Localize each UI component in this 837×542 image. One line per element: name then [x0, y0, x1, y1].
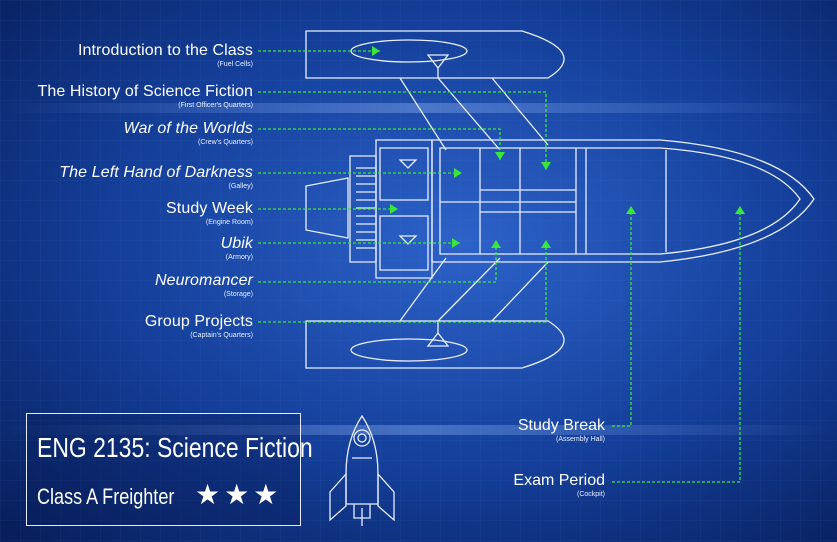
pointer-group-projects — [258, 240, 547, 323]
arrowhead-icon — [454, 168, 462, 178]
section-ubik: Ubik (Armory) — [220, 235, 253, 262]
section-neuromancer: Neuromancer (Storage) — [154, 272, 253, 299]
section-war-of-the-worlds: War of the Worlds (Crew's Quarters) — [123, 120, 253, 147]
section-title: Ubik — [220, 235, 253, 252]
room-grid — [479, 148, 667, 254]
section-study-week: Study Week (Engine Room) — [166, 200, 253, 227]
pointer-history — [258, 91, 547, 170]
arrowhead-icon — [372, 46, 380, 56]
mid-rooms — [480, 189, 576, 213]
arrowhead-icon — [541, 162, 551, 170]
section-title: Exam Period — [513, 472, 605, 489]
star-icon: ★ — [195, 479, 221, 510]
rocket-icon — [329, 414, 395, 526]
section-introduction: Introduction to the Class (Fuel Cells) — [77, 42, 253, 69]
section-title: War of the Worlds — [123, 120, 253, 137]
pointer-study-break — [612, 206, 632, 427]
section-title: Introduction to the Class — [77, 42, 253, 59]
section-group-projects: Group Projects (Captain's Quarters) — [144, 313, 253, 340]
section-title: Neuromancer — [154, 272, 253, 289]
star-icon: ★ — [253, 479, 279, 510]
section-subtitle: (Armory) — [225, 254, 253, 261]
engine-nozzle — [305, 177, 349, 239]
section-subtitle: (Engine Room) — [205, 219, 253, 226]
section-title: Group Projects — [144, 313, 253, 330]
section-history: The History of Science Fiction (First Of… — [37, 83, 253, 110]
arrowhead-icon — [452, 238, 460, 248]
main-hull — [431, 139, 815, 263]
upper-pylon — [399, 77, 549, 151]
rating-stars: ★★★ — [195, 481, 282, 509]
rear-upper-module — [379, 147, 429, 201]
pointer-neuromancer — [258, 240, 497, 283]
rear-section — [375, 139, 433, 279]
upper-connector — [426, 54, 450, 78]
section-study-break: Study Break (Assembly Hall) — [517, 417, 605, 444]
section-subtitle: (Storage) — [223, 291, 253, 298]
course-title-box: ENG 2135: Science Fiction Class A Freigh… — [26, 413, 313, 526]
section-left-hand-of-darkness: The Left Hand of Darkness (Galley) — [59, 164, 253, 191]
pointer-exam-period — [612, 206, 741, 483]
arrowhead-icon — [735, 206, 745, 214]
engine-fins — [356, 167, 376, 249]
section-subtitle: (Galley) — [228, 183, 253, 190]
arrowhead-icon — [491, 240, 501, 248]
section-title: Study Week — [166, 200, 253, 217]
pointer-war-of-the-worlds — [258, 128, 501, 160]
section-subtitle: (Fuel Cells) — [217, 61, 253, 68]
section-subtitle: (Crew's Quarters) — [197, 139, 253, 146]
lower-fuel-tank — [350, 338, 468, 362]
rear-upper-vent — [398, 159, 418, 169]
star-icon: ★ — [224, 479, 250, 510]
rear-lower-vent — [398, 235, 418, 245]
lower-fuel-pod — [305, 320, 565, 369]
rear-lower-module — [379, 215, 429, 271]
section-title: Study Break — [517, 417, 605, 434]
arrowhead-icon — [626, 206, 636, 214]
section-subtitle: (Assembly Hall) — [555, 436, 605, 443]
course-title: ENG 2135: Science Fiction — [37, 432, 313, 463]
lower-pylon — [399, 257, 549, 322]
lower-connector — [426, 321, 450, 347]
arrowhead-icon — [541, 240, 551, 248]
arrowhead-icon — [390, 204, 398, 214]
ship-class-label: Class A Freighter — [37, 484, 175, 509]
section-subtitle: (Captain's Quarters) — [190, 332, 253, 339]
arrowhead-icon — [495, 152, 505, 160]
section-title: The Left Hand of Darkness — [59, 164, 253, 181]
inner-hull — [439, 147, 801, 255]
section-exam-period: Exam Period (Cockpit) — [513, 472, 605, 499]
section-subtitle: (Cockpit) — [576, 491, 605, 498]
section-subtitle: (First Officer's Quarters) — [178, 102, 253, 109]
upper-fuel-pod — [305, 30, 565, 79]
section-title: The History of Science Fiction — [37, 83, 253, 100]
